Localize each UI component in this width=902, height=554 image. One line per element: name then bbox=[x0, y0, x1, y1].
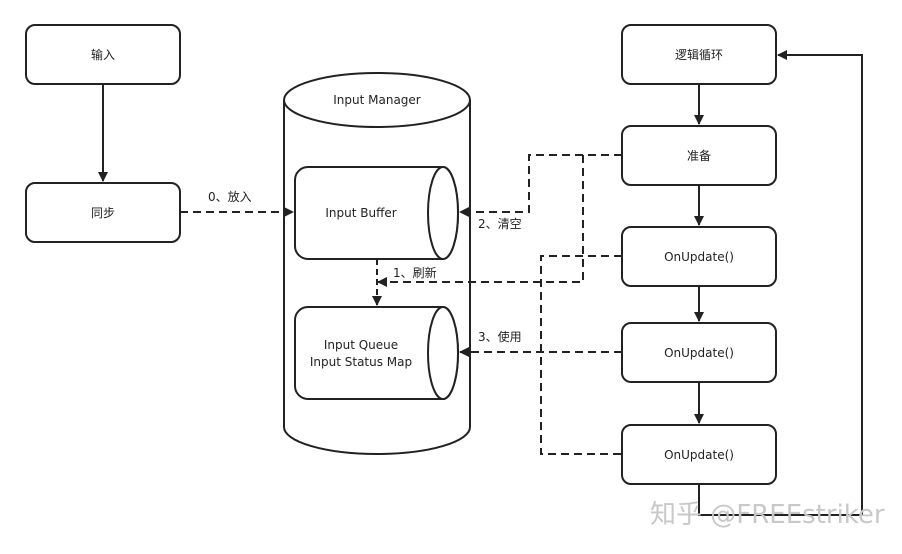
input-buffer-label: Input Buffer bbox=[325, 206, 396, 220]
use-label: 3、使用 bbox=[478, 329, 522, 344]
input-node: 输入 bbox=[25, 24, 181, 85]
input-queue-label: Input Queue bbox=[324, 338, 398, 352]
loop-back-arrow bbox=[698, 50, 863, 516]
on-update-label-2: OnUpdate() bbox=[664, 346, 734, 360]
input-node-label: 输入 bbox=[91, 47, 115, 62]
on-update-label-3: OnUpdate() bbox=[664, 448, 734, 462]
use-bracket-line bbox=[540, 255, 622, 455]
sync-node-label: 同步 bbox=[91, 206, 115, 220]
on-update-node-3: OnUpdate() bbox=[621, 424, 777, 485]
logic-loop-label: 逻辑循环 bbox=[675, 48, 723, 62]
input-manager-label: Input Manager bbox=[333, 93, 421, 107]
prepare-label: 准备 bbox=[687, 149, 711, 163]
on-update-node-1: OnUpdate() bbox=[621, 226, 777, 287]
input-queue-cylinder: Input Queue Input Status Map bbox=[294, 306, 459, 400]
input-buffer-cylinder: Input Buffer bbox=[294, 166, 459, 260]
logic-loop-node: 逻辑循环 bbox=[621, 24, 777, 85]
prepare-node: 准备 bbox=[621, 125, 777, 186]
watermark: 知乎 @FREEstriker bbox=[650, 500, 885, 530]
put-in-label: 0、放入 bbox=[208, 189, 252, 204]
on-update-label-1: OnUpdate() bbox=[664, 250, 734, 264]
refresh-arrow bbox=[377, 155, 584, 287]
input-status-map-label: Input Status Map bbox=[310, 355, 412, 369]
clear-arrow bbox=[459, 154, 622, 217]
sync-node: 同步 bbox=[25, 182, 181, 243]
clear-label: 2、清空 bbox=[478, 217, 522, 231]
refresh-label: 1、刷新 bbox=[393, 265, 437, 280]
on-update-node-2: OnUpdate() bbox=[621, 322, 777, 383]
